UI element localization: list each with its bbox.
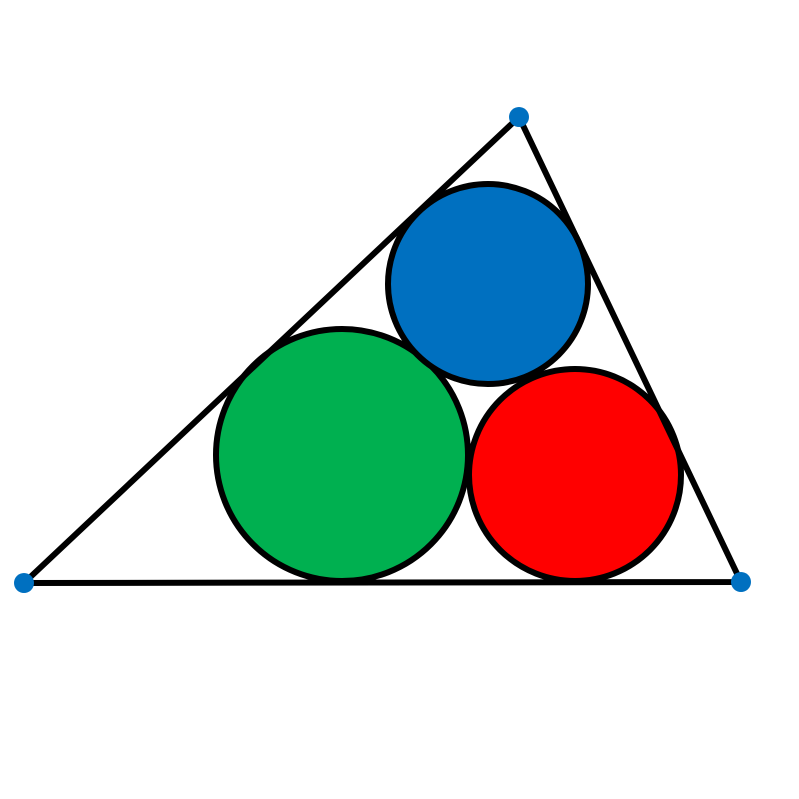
blue-circle [385, 181, 591, 387]
vertex-right-point [731, 572, 751, 592]
vertex-top-point [509, 107, 529, 127]
red-circle [466, 366, 684, 584]
triangle-outline [21, 114, 744, 586]
vertex-left-point [14, 573, 34, 593]
